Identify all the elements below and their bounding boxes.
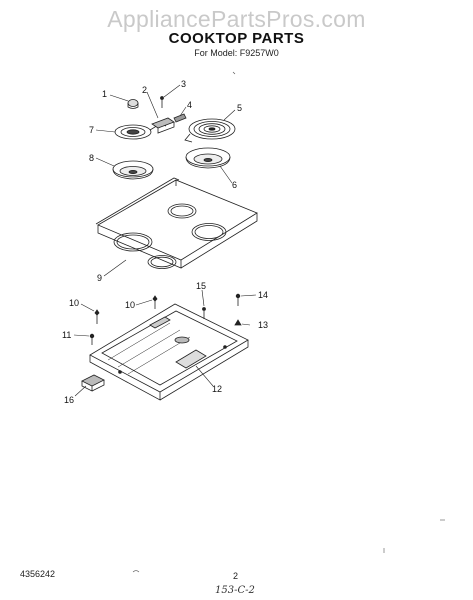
callout-11: 11 <box>62 330 71 340</box>
part-number: 4356242 <box>20 569 56 579</box>
part-large-surface-unit <box>184 118 236 143</box>
watermark: AppliancePartsPros.com <box>107 6 366 32</box>
callout-6: 6 <box>232 180 237 190</box>
part-screws <box>89 293 242 345</box>
callout-5: 5 <box>237 103 242 113</box>
callout-8: 8 <box>89 153 94 163</box>
callout-9: 9 <box>97 273 102 283</box>
callout-10b: 10 <box>125 300 135 310</box>
callout-13: 13 <box>258 320 268 330</box>
callout-10a: 10 <box>69 298 79 308</box>
callout-1: 1 <box>102 89 107 99</box>
callout-2: 2 <box>142 85 147 95</box>
leader-lines <box>73 84 257 397</box>
page-title: COOKTOP PARTS <box>168 30 305 47</box>
callout-15: 15 <box>196 281 206 291</box>
callout-16: 16 <box>64 395 74 405</box>
part-drip-pan-small <box>112 160 154 180</box>
stray-marks <box>132 71 445 573</box>
part-main-top <box>95 177 258 269</box>
callout-12: 12 <box>212 384 222 394</box>
callout-labels: 1 2 3 4 5 6 7 8 9 10 10 11 12 13 14 15 1… <box>62 79 268 405</box>
handwritten-note: 153-C-2 <box>215 585 255 596</box>
page-number: 2 <box>233 571 239 581</box>
model-subtitle: For Model: F9257W0 <box>194 48 279 58</box>
part-terminal-block <box>81 374 105 392</box>
callout-14: 14 <box>258 290 268 300</box>
part-receptacle <box>151 96 187 134</box>
part-knob <box>127 99 139 109</box>
callout-4: 4 <box>187 100 192 110</box>
part-cooktop-box <box>89 303 249 401</box>
callout-7: 7 <box>89 125 94 135</box>
part-drip-pan-large <box>185 147 231 169</box>
callout-3: 3 <box>181 79 186 89</box>
